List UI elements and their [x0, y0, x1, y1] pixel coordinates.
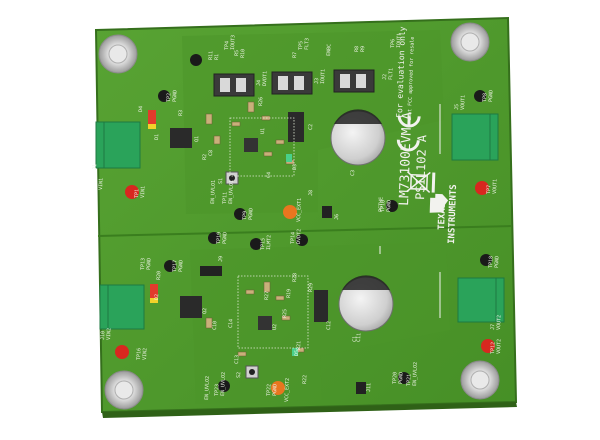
label-tp8-sub: PGND [488, 90, 494, 102]
label-c3: C3 [350, 170, 356, 176]
label-j2-sub: FLT1 [388, 68, 394, 80]
label-j11: J11 [366, 383, 372, 392]
board-id-label: PSIL102 A [413, 134, 429, 200]
label-tp11-sub: EN_UVLO1 [228, 180, 235, 204]
label-q2: Q2 [202, 308, 208, 314]
label-d3: D3 [292, 164, 298, 170]
label-j5-sub: VOUT1 [460, 95, 467, 110]
label-r22: R22 [302, 375, 308, 384]
label-j3-sub: IOUT1 [320, 69, 327, 84]
label-r9: R9 [360, 46, 366, 52]
label-r25: R25 [282, 309, 288, 318]
label-d4: D4 [138, 106, 144, 112]
label-vcc-ext2: VCC_EXT2 [284, 378, 291, 402]
label-tp9-sub: PGND [248, 208, 254, 220]
label-r28: R28 [292, 273, 298, 282]
label-tp14-sub: DVDT2 [296, 229, 303, 244]
label-tp23-sub: EN_UVLO2 [220, 372, 227, 396]
label-c13: C13 [234, 355, 240, 364]
label-tp18-sub: PGND [494, 256, 500, 268]
label-tp2-sub: PGND [172, 90, 178, 102]
label-r26: R26 [258, 97, 264, 106]
label-tp13-sub: PGND [146, 258, 152, 270]
label-c8: C8 [208, 150, 214, 156]
label-j9: J9 [218, 256, 224, 262]
label-s2-sub: EN_UVLO2 [204, 376, 211, 400]
brand-line2-label: INSTRUMENTS [447, 184, 459, 244]
label-r19: R19 [286, 289, 292, 298]
label-s2: S2 [236, 372, 242, 378]
label-c4: C4 [266, 172, 272, 178]
label-c11: C11 [356, 333, 362, 342]
label-tp19-sub: PGND [222, 232, 228, 244]
label-s1-sub: EN_UVLO1 [210, 180, 217, 204]
label-j4-sub: DVDT1 [262, 71, 269, 86]
label-d2: D2 [154, 294, 160, 300]
label-j7-sub: VOUT2 [496, 315, 503, 330]
label-c10: C10 [212, 321, 218, 330]
label-r2: R2 [202, 154, 208, 160]
label-r10: R10 [240, 49, 246, 58]
label-tp12-sub: VOUT2 [496, 339, 503, 354]
label-r7: R7 [292, 52, 298, 58]
label-c12: C12 [326, 321, 332, 330]
label-tp10-sub: PGND [386, 200, 392, 212]
label-r21: R21 [296, 341, 302, 350]
brand-line1-label: TEXAS [437, 203, 448, 230]
label-s1: S1 [218, 178, 224, 184]
label-tp20-sub: PGND [398, 372, 404, 384]
label-r27: R27 [264, 291, 270, 300]
label-j8: J8 [308, 190, 314, 196]
label-c14: C14 [228, 319, 234, 328]
label-tp16-sub: VIN2 [142, 348, 148, 360]
label-d1: D1 [154, 134, 160, 140]
label-tp7-sub: VOUT1 [492, 179, 499, 194]
label-tp5-sub: FLT3 [304, 38, 310, 50]
label-tp17-sub: PGND [178, 260, 184, 272]
label-vcc-ext1: VCC_EXT1 [296, 198, 303, 222]
label-pgthe: PGTHE [378, 197, 385, 212]
label-tp1-sub: VIN1 [140, 186, 146, 198]
label-r20: R20 [156, 271, 162, 280]
label-u2: U2 [272, 324, 278, 330]
label-tp4-sub: IOUT3 [230, 35, 237, 50]
label-u1: U1 [260, 128, 266, 134]
label-enbc: ENBC [326, 44, 332, 56]
label-r1: R1 [214, 54, 220, 60]
label-c2: C2 [308, 124, 314, 130]
label-q1: Q1 [194, 136, 200, 142]
label-j1-sub: VIN1 [98, 178, 104, 190]
label-d5: D5 [294, 350, 300, 356]
label-tp15-sub: ILMT2 [266, 235, 273, 250]
label-j1: J1 [92, 164, 98, 170]
label-r11: R11 [208, 51, 214, 60]
label-j6: J6 [334, 214, 340, 220]
label-r3: R3 [178, 110, 184, 116]
label-tp22-sub: PGND [272, 384, 278, 396]
label-r29: R29 [308, 283, 314, 292]
label-tp6-sub: IOUT1 [396, 33, 403, 48]
label-tp21-sub: EN_UVLO2 [412, 362, 419, 386]
label-j10-sub: VIN2 [106, 328, 112, 340]
